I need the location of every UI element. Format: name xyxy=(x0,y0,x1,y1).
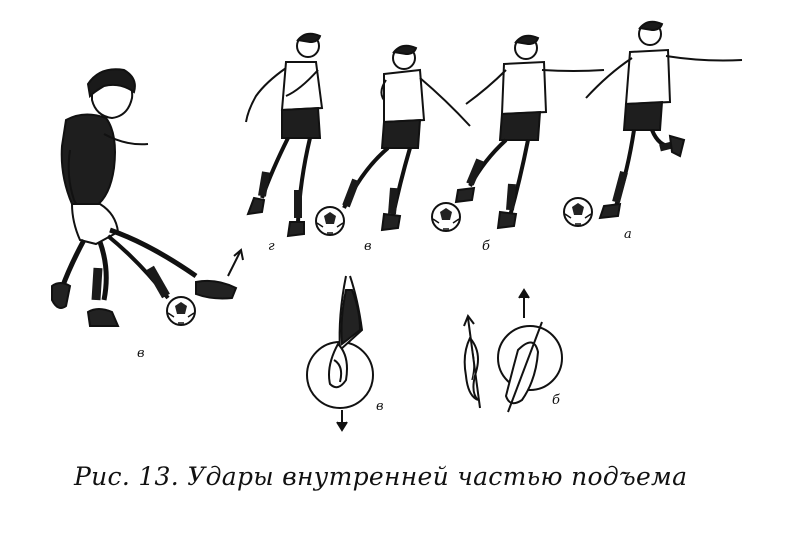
runner-figure-3 xyxy=(454,34,605,230)
runner-figure-1 xyxy=(245,32,324,238)
label-footprint-detail: б xyxy=(552,393,560,408)
foot-contact-detail xyxy=(306,275,374,432)
footprint-detail xyxy=(463,288,563,413)
label-runner-4: а xyxy=(624,227,632,242)
soccer-ball-icon xyxy=(563,197,593,227)
label-runner-3: б xyxy=(482,239,490,254)
label-big-kicker: в xyxy=(137,346,145,361)
label-foot-detail: в xyxy=(376,399,384,414)
soccer-ball-icon xyxy=(431,202,461,232)
figure-caption: Рис. 13. Удары внутренней частью подъема xyxy=(74,462,688,491)
label-runner-1: г xyxy=(268,239,275,254)
soccer-ball-icon xyxy=(166,296,196,326)
runner-figure-4 xyxy=(585,20,743,220)
big-kicker-figure xyxy=(51,68,244,327)
soccer-ball-icon xyxy=(315,206,345,236)
label-runner-2: в xyxy=(364,239,372,254)
runner-figure-2 xyxy=(342,44,471,232)
